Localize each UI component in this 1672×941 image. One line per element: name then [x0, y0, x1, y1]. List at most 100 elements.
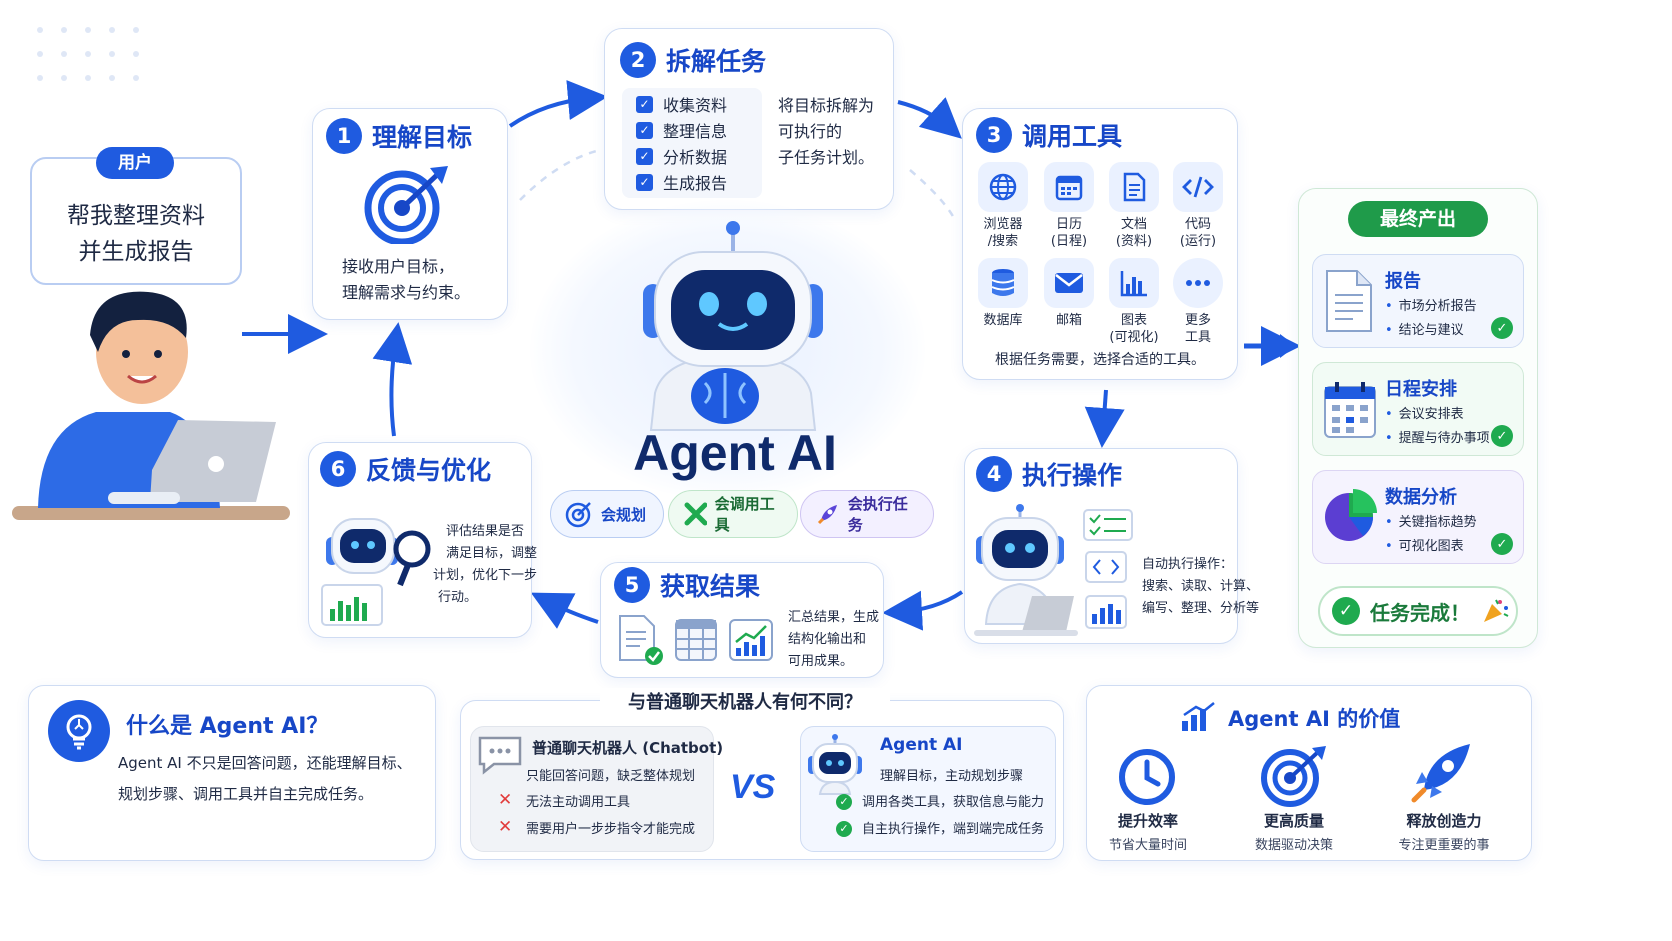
step4-desc1: 自动执行操作：: [1142, 557, 1234, 572]
cross-icon: ✕: [498, 817, 513, 837]
wrench-icon: [684, 502, 707, 526]
document-icon: [1109, 162, 1159, 212]
check-circle-icon: ✓: [1491, 425, 1513, 447]
pill-execute: 会执行任务: [800, 490, 934, 538]
code-icon: [1173, 162, 1223, 212]
party-popper-icon: [1484, 599, 1509, 622]
step6-number: 6: [320, 451, 356, 487]
step3-title: 调用工具: [1022, 122, 1123, 151]
output-schedule-item: 会议安排表: [1385, 403, 1464, 422]
task-complete-label: 任务完成！: [1370, 600, 1470, 625]
step1-desc2: 理解需求与约束。: [342, 283, 471, 302]
agent-item-1: 理解目标，主动规划步骤: [880, 769, 1024, 784]
final-output-title: 最终产出: [1348, 201, 1488, 237]
value-quality-title: 更高质量: [1263, 812, 1324, 830]
step1-title: 理解目标: [372, 123, 473, 152]
database-icon: [978, 258, 1028, 308]
check-icon: ✓: [636, 173, 653, 191]
value-efficiency-title: 提升效率: [1117, 812, 1178, 830]
pill-tools: 会调用工具: [668, 490, 798, 538]
check-circle-icon: ✓: [1491, 317, 1513, 339]
agent-item-3: 自主执行操作，端到端完成任务: [862, 822, 1045, 837]
checklist-item: ✓收集资料: [636, 91, 748, 117]
pie-chart-icon: [1325, 489, 1377, 541]
output-report: 报告 市场分析报告 结论与建议 ✓: [1312, 254, 1524, 348]
step3-desc: 根据任务需要，选择合适的工具。: [995, 352, 1205, 368]
check-icon: ✓: [636, 147, 653, 165]
target-icon: [364, 166, 448, 244]
output-schedule-item: 提醒与待办事项: [1385, 427, 1490, 446]
user-request-line2: 并生成报告: [78, 239, 194, 265]
tool-code: 代码(运行): [1166, 162, 1230, 250]
pill-plan: 会规划: [550, 490, 664, 538]
agent-item-2: 调用各类工具，获取信息与能力: [862, 795, 1045, 810]
output-report-title: 报告: [1385, 271, 1421, 292]
output-analysis: 数据分析 关键指标趋势 可视化图表 ✓: [1312, 470, 1524, 564]
growth-chart-icon: [1182, 702, 1215, 731]
value-creativity-sub: 专注更重要的事: [1398, 838, 1490, 853]
user-illustration: [12, 291, 290, 520]
output-report-item: 市场分析报告: [1385, 295, 1477, 314]
result-document-icon: [619, 615, 663, 665]
mail-icon: [1044, 258, 1094, 308]
check-circle-icon: ✓: [1491, 533, 1513, 555]
task-complete-badge: ✓ 任务完成！: [1318, 586, 1518, 636]
what-is-line1: Agent AI 不只是回答问题，还能理解目标、: [118, 754, 412, 772]
step4-desc3: 编写、整理、分析等: [1142, 601, 1260, 616]
vs-label: VS: [730, 768, 776, 806]
chatbot-item-3: 需要用户一步步指令才能完成: [526, 822, 696, 837]
value-efficiency-sub: 节省大量时间: [1108, 838, 1187, 853]
step4-desc2: 搜索、读取、计算、: [1142, 579, 1260, 594]
value-creativity-title: 释放创造力: [1406, 812, 1482, 830]
output-analysis-item: 关键指标趋势: [1385, 511, 1477, 530]
check-circle-icon: ✓: [836, 821, 852, 837]
check-circle-icon: ✓: [836, 794, 852, 810]
dot-pattern: [37, 27, 139, 81]
step4-title: 执行操作: [1022, 461, 1123, 490]
plan-target-icon: [565, 502, 591, 528]
step3-card: [962, 108, 1238, 380]
tool-calendar: 日历(日程): [1037, 162, 1101, 250]
step5-header: 5 获取结果: [614, 567, 760, 603]
user-request-line1: 帮我整理资料: [67, 203, 205, 229]
checklist-item: ✓整理信息: [636, 117, 748, 143]
more-icon: [1173, 258, 1223, 308]
step2-desc3: 子任务计划。: [778, 148, 875, 167]
comparison-title: 与普通聊天机器人有何不同？: [600, 688, 890, 714]
chat-bubble-icon: [478, 736, 522, 775]
agent-column-title: Agent AI: [880, 735, 963, 755]
step5-desc3: 可用成果。: [788, 654, 854, 669]
what-is-title: 什么是 Agent AI？: [126, 714, 329, 739]
step5-number: 5: [614, 567, 650, 603]
report-document-icon: [1326, 270, 1372, 332]
chatbot-item-1: 只能回答问题，缺乏整体规划: [526, 769, 696, 784]
step4-number: 4: [976, 456, 1012, 492]
checklist-item: ✓分析数据: [636, 143, 748, 169]
step3-number: 3: [976, 117, 1012, 153]
step1-number: 1: [326, 118, 362, 154]
value-title: Agent AI 的价值: [1228, 707, 1401, 731]
step6-title: 反馈与优化: [366, 456, 492, 485]
clock-icon: [1119, 749, 1175, 805]
step6-desc2: 满足目标，调整: [446, 546, 538, 561]
bar-chart-icon: [1109, 258, 1159, 308]
result-chart-icon: [729, 619, 773, 661]
step6-desc3: 计划，优化下一步: [433, 568, 538, 583]
step6-desc1: 评估结果是否: [446, 524, 525, 539]
step2-desc2: 可执行的: [778, 122, 843, 141]
output-report-item: 结论与建议: [1385, 319, 1464, 338]
chatbot-item-2: 无法主动调用工具: [526, 795, 631, 810]
value-quality-sub: 数据驱动决策: [1254, 838, 1333, 853]
step2-title: 拆解任务: [666, 47, 767, 76]
step5-desc1: 汇总结果，生成: [788, 610, 880, 625]
output-analysis-title: 数据分析: [1385, 487, 1457, 508]
step5-desc2: 结构化输出和: [788, 632, 867, 647]
schedule-calendar-icon: [1324, 382, 1376, 438]
chatbot-title: 普通聊天机器人 (Chatbot): [532, 739, 724, 757]
checklist-item: ✓生成报告: [636, 169, 748, 195]
rocket-icon: [817, 505, 837, 525]
output-analysis-item: 可视化图表: [1385, 535, 1464, 554]
output-schedule-title: 日程安排: [1385, 379, 1457, 400]
check-icon: ✓: [636, 121, 653, 139]
check-icon: ✓: [636, 95, 653, 113]
